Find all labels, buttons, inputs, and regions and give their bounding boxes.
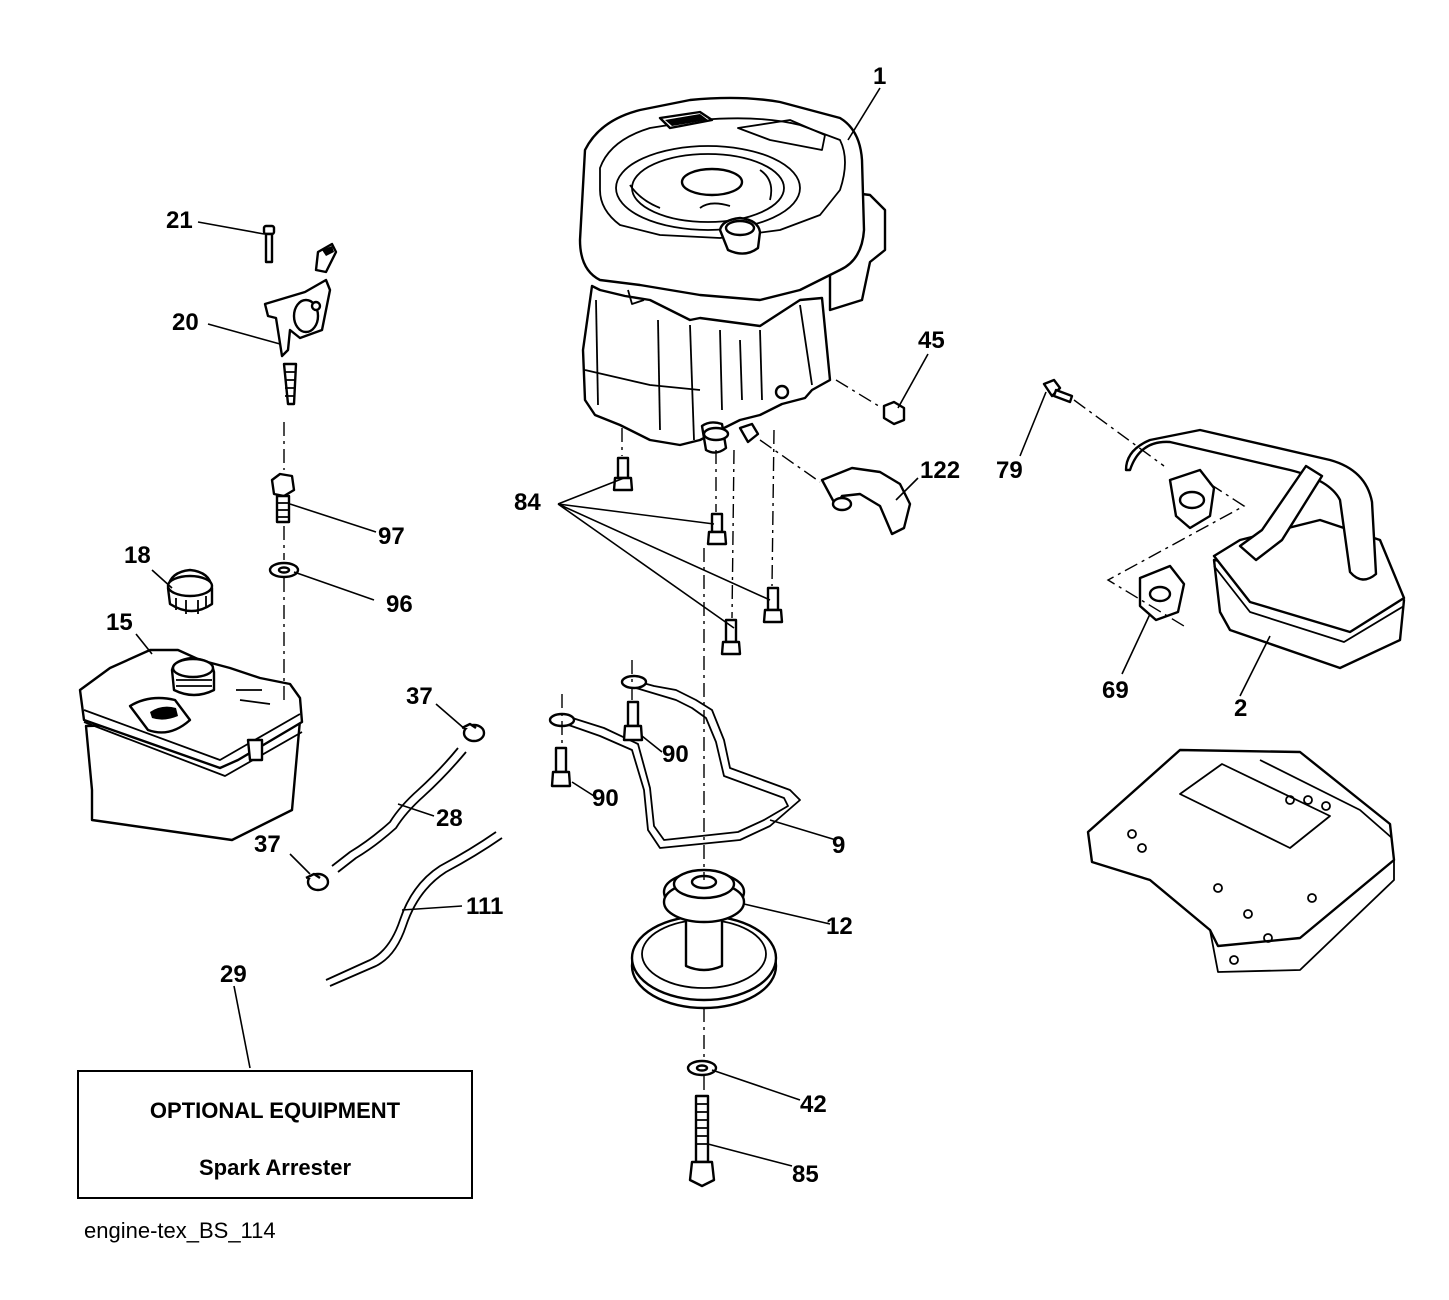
pulley-bolt-part [686,1059,718,1188]
callout-28: 28 [436,805,463,832]
fuel-hose-part [331,747,467,873]
engine-bolt-part [612,456,784,656]
engine-mount-frame [1086,748,1396,973]
callout-37-lower: 37 [254,831,281,858]
callout-15: 15 [106,609,133,636]
callout-45: 45 [918,327,945,354]
callout-90-upper: 90 [662,741,689,768]
muffler-bolt-part [1042,378,1074,404]
callout-84: 84 [514,489,541,516]
callout-20: 20 [172,309,199,336]
callout-97: 97 [378,523,405,550]
callout-2: 2 [1234,695,1247,722]
fuel-tank-part [78,648,304,842]
throttle-control-part [262,224,338,406]
callout-85: 85 [792,1161,819,1188]
fuel-cap-part [166,568,214,614]
callout-21: 21 [166,207,193,234]
callout-37-upper: 37 [406,683,433,710]
spark-arrester-label: Spark Arrester [199,1155,351,1180]
optional-equipment-box: OPTIONAL EQUIPMENT Spark Arrester [77,1070,473,1199]
callout-79: 79 [996,457,1023,484]
callout-1: 1 [873,63,886,90]
callout-69: 69 [1102,677,1129,704]
tank-bolt-part [268,472,300,579]
hose-clamp-part [305,722,486,892]
gasket-part [1138,564,1186,622]
callout-96: 96 [386,591,413,618]
pulley-part [630,868,778,1010]
callout-111: 111 [466,893,503,920]
assembly-lines [283,379,1246,1094]
vent-hose-part [325,831,503,987]
callout-90-lower: 90 [592,785,619,812]
callout-12: 12 [826,913,853,940]
diagram-code: engine-tex_BS_114 [84,1218,276,1243]
callout-42: 42 [800,1091,827,1118]
nut-part [882,400,906,426]
callout-9: 9 [832,832,845,859]
engine-part [578,96,887,454]
leader-lines [135,87,1271,1167]
callout-18: 18 [124,542,151,569]
callout-122: 122 [920,457,960,484]
callout-29: 29 [220,961,247,988]
optional-equipment-title: OPTIONAL EQUIPMENT [150,1098,401,1123]
heat-shield-part [820,466,912,536]
guide-bolt-part [550,700,644,788]
muffler-part [1124,428,1406,670]
callout-labels: 1 2 9 12 15 18 20 21 28 29 37 37 42 45 6… [106,63,1247,1188]
